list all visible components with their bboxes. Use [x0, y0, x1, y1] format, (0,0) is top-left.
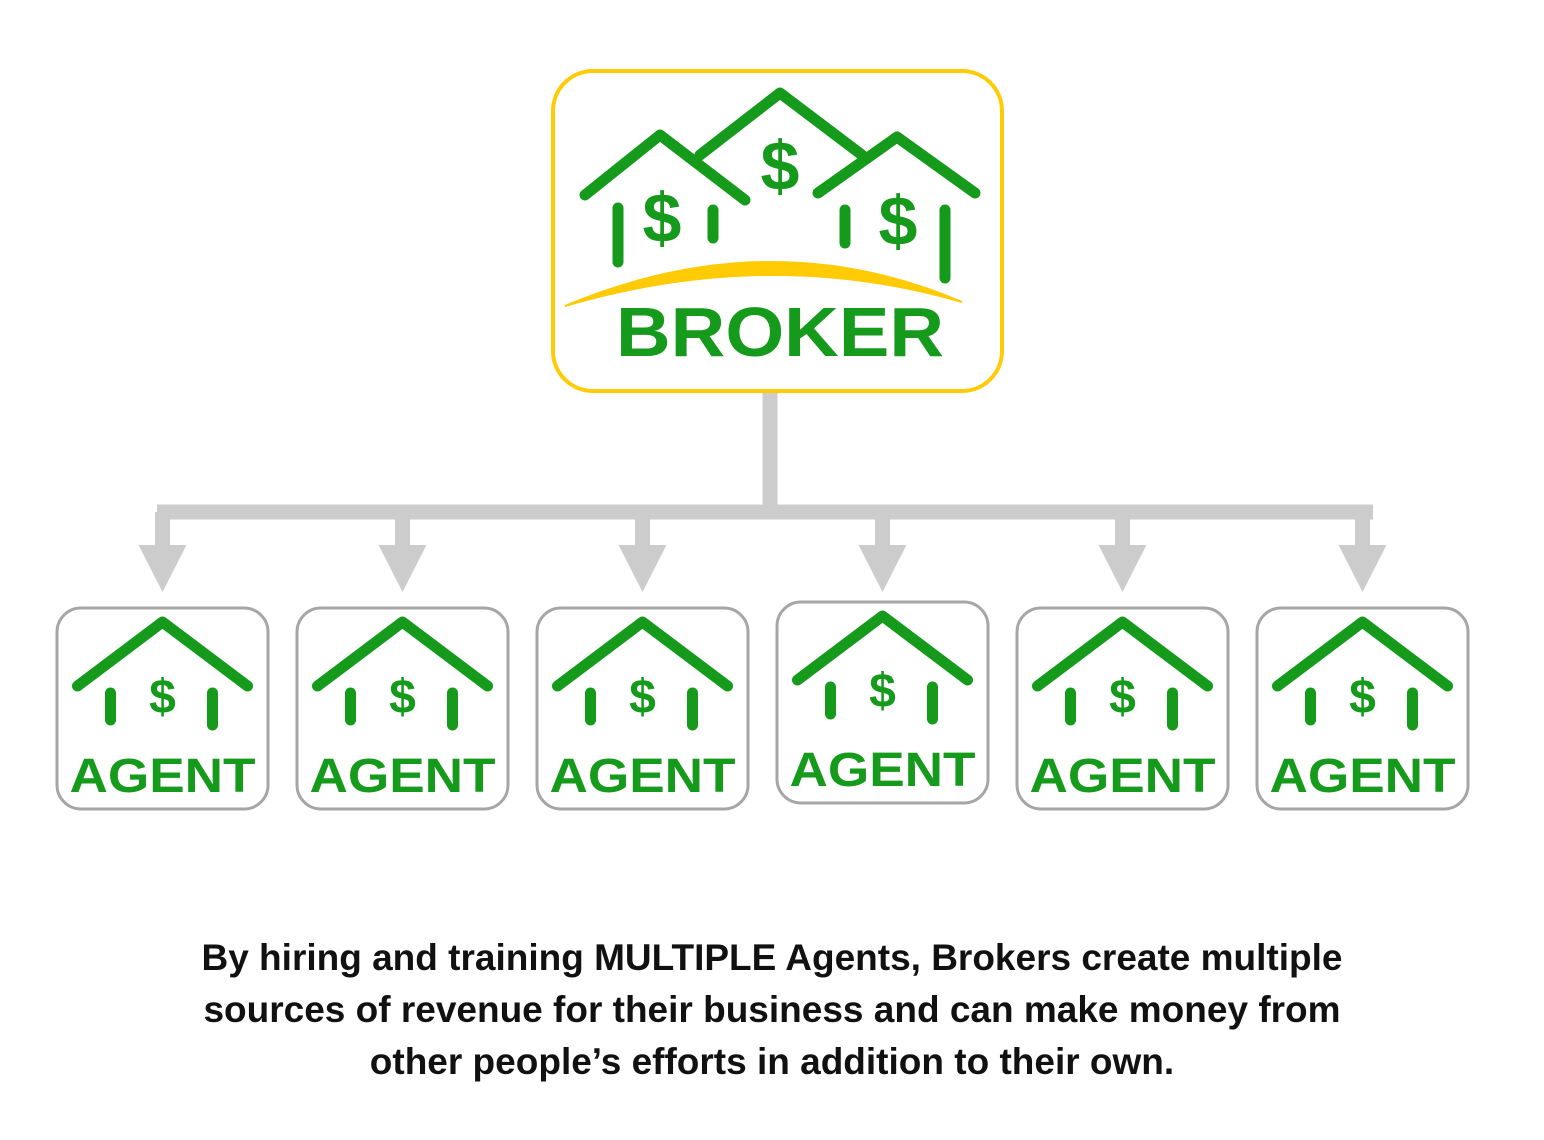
agent-label: AGENT	[1030, 750, 1216, 803]
house-dollar-icon	[1032, 616, 1213, 731]
agent-label: AGENT	[70, 750, 256, 803]
agent-label: AGENT	[1270, 750, 1456, 803]
agent-dollar: $	[1109, 671, 1136, 724]
agent-node: $ AGENT	[1255, 606, 1470, 811]
broker-right-dollar: $	[879, 182, 918, 260]
broker-label: BROKER	[616, 293, 944, 371]
agent-dollar: $	[869, 665, 896, 718]
agent-arrow	[858, 512, 907, 592]
agent-arrows	[138, 512, 1387, 592]
caption-line-1: By hiring and training MULTIPLE Agents, …	[201, 937, 1343, 978]
house-dollar-icon	[792, 610, 973, 725]
agent-node: $ AGENT	[535, 606, 750, 811]
agent-label: AGENT	[790, 744, 976, 797]
agent-arrow	[138, 512, 187, 592]
agent-arrow	[618, 512, 667, 592]
agent-node: $ AGENT	[295, 606, 510, 811]
house-dollar-icon	[1272, 616, 1453, 731]
connector-lines	[157, 393, 1373, 520]
agent-label: AGENT	[550, 750, 736, 803]
agent-dollar: $	[389, 671, 416, 724]
agent-node: $ AGENT	[775, 600, 990, 805]
broker-box	[551, 69, 1004, 393]
agent-dollar: $	[149, 671, 176, 724]
house-dollar-icon	[552, 616, 733, 731]
caption: By hiring and training MULTIPLE Agents, …	[60, 932, 1484, 1088]
agent-node: $ AGENT	[1015, 606, 1230, 811]
agent-arrow	[1338, 512, 1387, 592]
broker-left-dollar: $	[643, 179, 682, 257]
agent-dollar: $	[629, 671, 656, 724]
house-dollar-icon	[72, 616, 253, 731]
house-dollar-icon	[312, 616, 493, 731]
caption-line-3: other people’s efforts in addition to th…	[369, 1041, 1175, 1082]
agent-nodes: $ AGENT $ AGENT $ AGENT $ AGENT $ AGENT $ AGENT	[55, 600, 1470, 811]
three-houses-dollar-icon	[579, 87, 981, 284]
gold-swoosh	[564, 261, 963, 307]
agent-dollar: $	[1349, 671, 1376, 724]
agent-label: AGENT	[310, 750, 496, 803]
agent-node: $ AGENT	[55, 606, 270, 811]
caption-line-2: sources of revenue for their business an…	[203, 989, 1341, 1030]
broker-node: $ $ $ BROKER	[551, 69, 1004, 393]
broker-middle-dollar: $	[761, 127, 800, 205]
agent-arrow	[378, 512, 427, 592]
agent-arrow	[1098, 512, 1147, 592]
